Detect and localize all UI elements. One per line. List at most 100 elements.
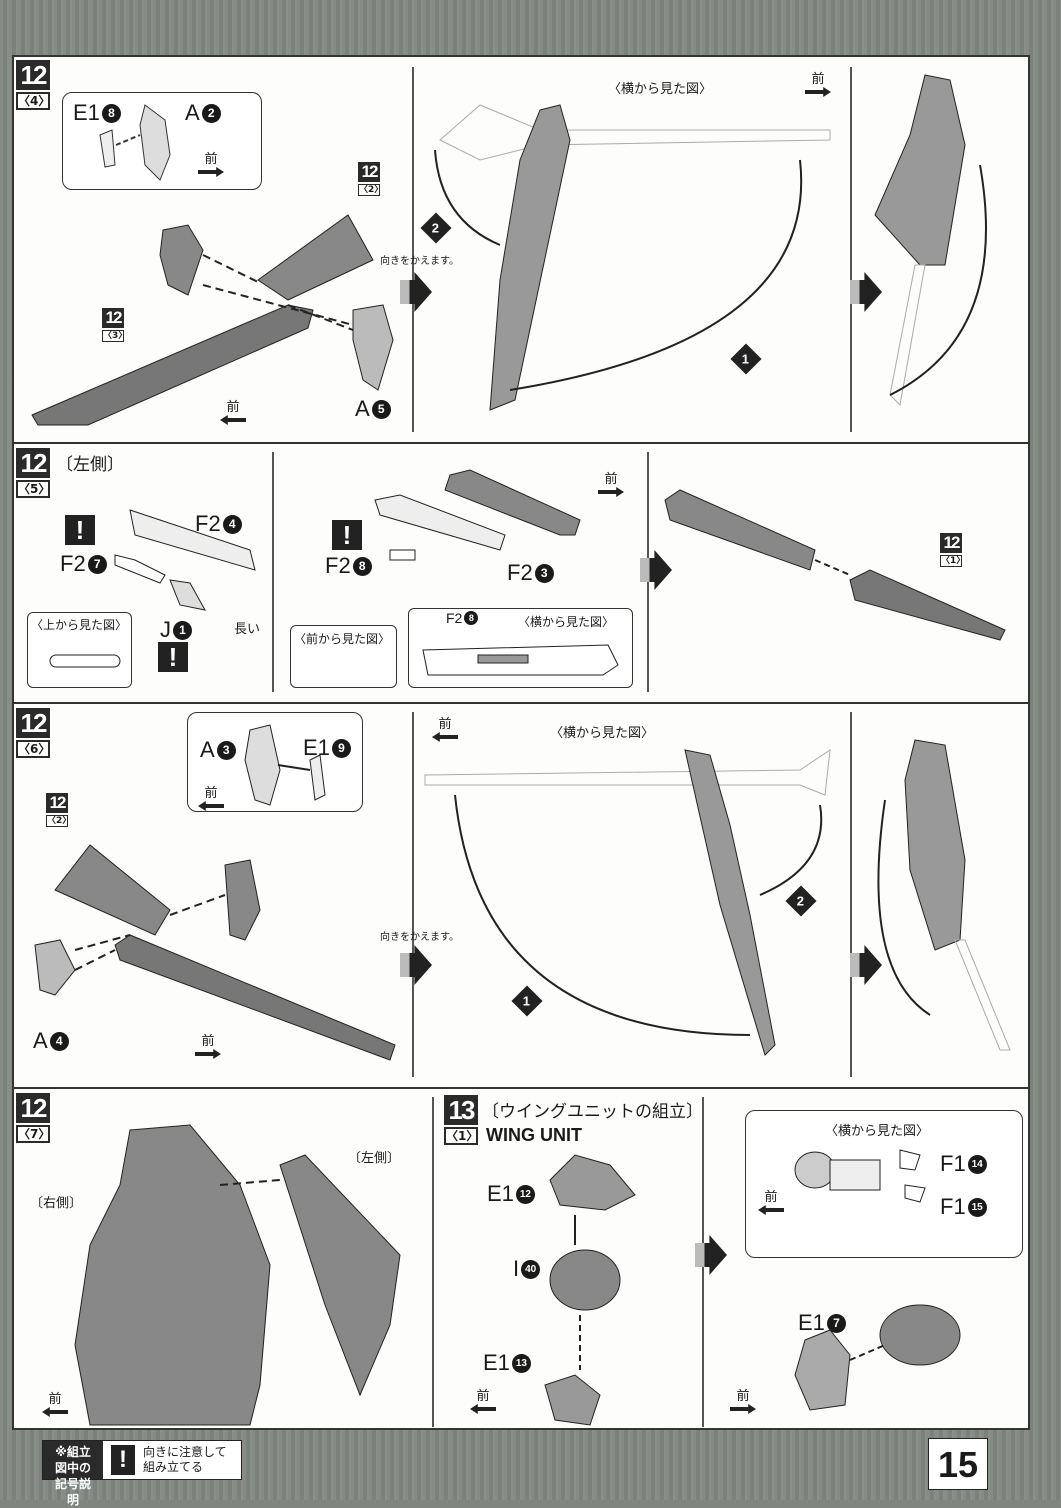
col-divider: [412, 712, 414, 1077]
text: A: [355, 396, 370, 421]
front-view-box: [290, 625, 397, 688]
text: J: [160, 617, 171, 642]
text: 1: [742, 351, 750, 367]
text: 1: [523, 993, 531, 1009]
side-view-label: 〈横から見た図〉: [608, 82, 713, 97]
text: F1: [940, 1194, 966, 1219]
right-side-label: 〔右側〕: [30, 1196, 83, 1211]
front-view-label: 〈前から見た図〉: [294, 632, 391, 646]
text: 3: [534, 563, 554, 583]
text: A: [33, 1028, 48, 1053]
turn-note: 向きをかえます。: [380, 932, 459, 943]
text: 1: [173, 620, 192, 640]
step-number: 12: [16, 60, 50, 90]
text: 8: [464, 611, 479, 625]
text: 前: [811, 72, 825, 87]
robot-illustration: [74, 1124, 401, 1426]
step-badge: 12〈7〉: [16, 1093, 50, 1143]
front-indicator: 前: [198, 782, 224, 811]
text: 12: [515, 1184, 535, 1204]
row-divider: [14, 702, 1028, 704]
front-indicator: 前: [220, 396, 246, 425]
text: 13: [511, 1353, 531, 1373]
text: 7: [87, 554, 107, 574]
text: 40: [521, 1259, 541, 1279]
text: 14: [967, 1154, 987, 1174]
text: 〈7〉: [16, 1125, 51, 1143]
assembly-illustration: [114, 509, 256, 611]
text: 〈1〉: [940, 555, 966, 567]
orientation-warning-icon: !: [65, 515, 95, 545]
text: 9: [331, 738, 351, 758]
orientation-warning-icon: !: [332, 520, 362, 550]
top-view-box: [27, 612, 132, 688]
text: 12: [16, 1093, 50, 1123]
text: 〈1〉: [444, 1127, 479, 1145]
rotated-part-illustration: [874, 74, 987, 407]
side-view-label: 〈横から見た図〉: [825, 1124, 930, 1139]
text: 3: [216, 740, 236, 760]
text: E1: [303, 735, 330, 760]
assembly-illustration: [31, 214, 394, 426]
front-indicator: 前: [195, 1030, 221, 1059]
left-side-label: 〔左側〕: [348, 1151, 401, 1166]
step-sub: 〈4〉: [16, 92, 51, 110]
front-indicator: 前: [805, 68, 831, 97]
text: 15: [967, 1197, 987, 1217]
symbol-legend: ※組立図中の記号説明 !向きに注意して組み立てる: [42, 1440, 242, 1507]
step-badge: 12〈5〉: [16, 448, 50, 498]
text: F2: [325, 553, 351, 578]
rotation-illustration: [424, 748, 831, 1056]
text: 2: [432, 220, 440, 236]
text: 〈3〉: [102, 330, 128, 342]
row-divider: [14, 442, 1028, 444]
text: E1: [487, 1181, 514, 1206]
text: F2: [195, 511, 221, 536]
text: 12: [102, 308, 124, 328]
top-view-label: 〈上から見た図〉: [31, 618, 128, 632]
front-indicator: 前: [598, 468, 624, 497]
text: F1: [940, 1151, 966, 1176]
section-subtitle: WING UNIT: [486, 1125, 582, 1145]
text: 前: [201, 1034, 215, 1049]
text: E1: [483, 1350, 510, 1375]
text: A: [185, 100, 200, 125]
part-illustration: [244, 724, 326, 806]
text: 前: [476, 1389, 490, 1404]
text: 8: [101, 103, 121, 123]
col-divider: [272, 452, 274, 692]
step-badge: 12〈4〉: [16, 60, 50, 110]
section-title: 〔左側〕: [56, 455, 124, 475]
reference-badge: 12〈2〉: [46, 793, 72, 827]
text: 前: [48, 1392, 62, 1407]
side-view-illustration: [422, 644, 619, 676]
step-badge: 13〈1〉: [444, 1095, 478, 1145]
top-view-illustration: [49, 654, 121, 668]
text: 前: [764, 1190, 778, 1205]
side-view-callout: [745, 1110, 1023, 1258]
front-indicator: 前: [198, 148, 224, 177]
arrow-right-icon: [198, 167, 224, 177]
step-badge: 12〈6〉: [16, 708, 50, 758]
wing-unit-illustration: [544, 1154, 636, 1426]
text: F2: [60, 551, 86, 576]
long-note: 長い: [234, 622, 261, 637]
col-divider: [412, 67, 414, 432]
page-number: 15: [928, 1438, 988, 1490]
text: 〈2〉: [46, 815, 72, 827]
orientation-warning-icon: !: [111, 1445, 135, 1475]
col-divider: [850, 67, 852, 432]
text: 8: [352, 556, 372, 576]
text: 5: [371, 399, 391, 419]
